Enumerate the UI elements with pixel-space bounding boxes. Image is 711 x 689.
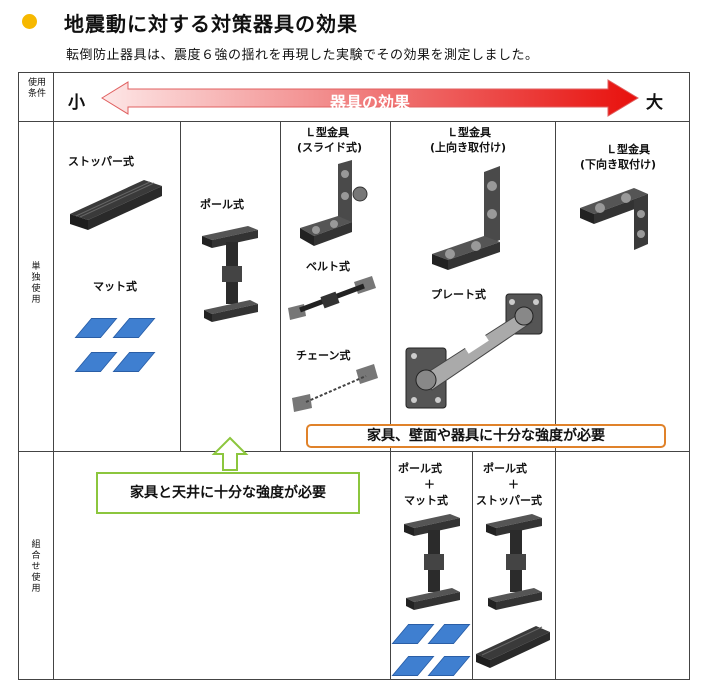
effect-table	[18, 72, 690, 680]
note-furniture-strength: 家具、壁面や器具に十分な強度が必要	[306, 424, 666, 448]
belt-icon	[288, 276, 376, 320]
row-divider	[18, 451, 690, 452]
pole-icon	[404, 514, 460, 610]
label-l-up-1: Ｌ型金具	[447, 126, 491, 139]
stopper-icon	[70, 180, 162, 230]
row-divider	[18, 121, 690, 122]
label-plate: プレート式	[431, 288, 486, 301]
label-l-down-1: Ｌ型金具	[606, 143, 650, 156]
stopper-icon	[476, 626, 550, 668]
label-combo1-3: マット式	[404, 494, 448, 507]
l-bracket-slide-icon	[300, 160, 368, 246]
plate-icon	[405, 293, 543, 409]
label-belt: ベルト式	[306, 260, 350, 273]
row-label-single: 単独使用	[31, 262, 41, 305]
label-l-slide-1: Ｌ型金具	[305, 126, 349, 139]
up-arrow-icon	[211, 436, 249, 471]
label-combo1-2: ＋	[424, 478, 435, 491]
label-l-down-2: (下向き取付け)	[580, 158, 657, 171]
page-title: 地震動に対する対策器具の効果	[64, 12, 358, 36]
label-l-up-2: (上向き取付け)	[430, 141, 507, 154]
pole-icon	[202, 226, 258, 322]
label-combo2-3: ストッパー式	[476, 494, 542, 507]
label-chain: チェーン式	[296, 349, 351, 362]
label-l-slide-2: (スライド式)	[297, 141, 363, 154]
column-divider	[390, 121, 391, 680]
column-divider	[472, 451, 473, 680]
column-divider	[280, 121, 281, 451]
l-bracket-up-icon	[432, 166, 500, 270]
l-bracket-down-icon	[580, 188, 648, 250]
label-combo1-1: ポール式	[398, 462, 442, 475]
row-label-combined: 組合せ使用	[31, 540, 41, 594]
effect-arrow	[101, 79, 639, 117]
arrow-effect-label: 器具の効果	[330, 93, 411, 112]
column-divider	[555, 121, 556, 680]
column-divider	[53, 72, 54, 680]
label-mat: マット式	[93, 280, 137, 293]
label-stopper: ストッパー式	[68, 155, 134, 168]
arrow-small-label: 小	[68, 93, 85, 113]
label-combo2-1: ポール式	[483, 462, 527, 475]
chain-icon	[292, 364, 378, 412]
bullet-icon	[22, 14, 37, 29]
column-divider	[180, 121, 181, 451]
pole-icon	[486, 514, 542, 610]
note-ceiling-strength: 家具と天井に十分な強度が必要	[96, 472, 360, 514]
label-combo2-2: ＋	[508, 478, 519, 491]
page-subtitle: 転倒防止器具は、震度６強の揺れを再現した実験でその効果を測定しました。	[66, 48, 539, 63]
label-pole: ポール式	[200, 198, 244, 211]
arrow-large-label: 大	[646, 93, 663, 113]
corner-label: 使用条件	[27, 78, 46, 99]
